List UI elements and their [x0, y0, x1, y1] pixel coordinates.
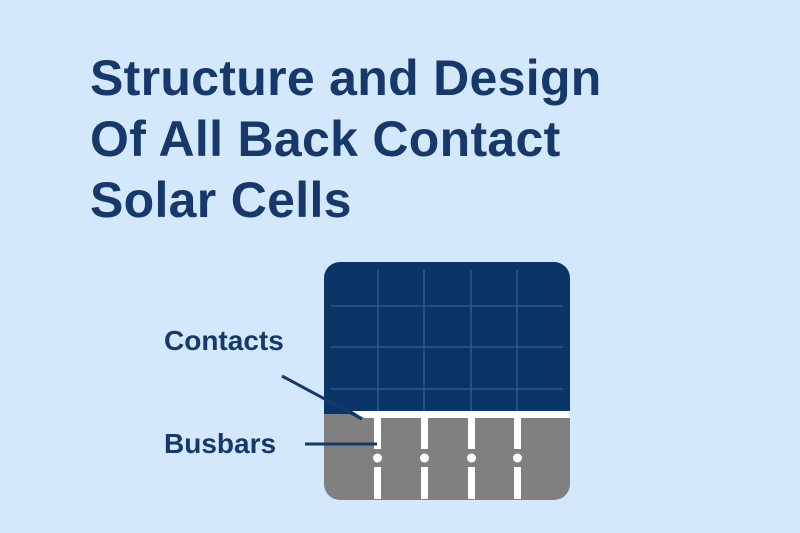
cell-front-surface — [324, 262, 570, 414]
cell-back-layer — [324, 414, 570, 500]
contact-bar — [352, 411, 570, 418]
contacts-leader-line — [281, 374, 363, 421]
title-line-1: Structure and Design — [90, 50, 602, 106]
page-title: Structure and Design Of All Back Contact… — [90, 48, 602, 231]
title-line-2: Of All Back Contact — [90, 111, 561, 167]
busbars-label: Busbars — [164, 428, 277, 459]
cell-grid — [331, 270, 563, 411]
solar-cell-panel — [324, 262, 570, 500]
busbars — [373, 416, 522, 499]
contacts-label: Contacts — [164, 325, 284, 356]
title-line-3: Solar Cells — [90, 172, 352, 228]
